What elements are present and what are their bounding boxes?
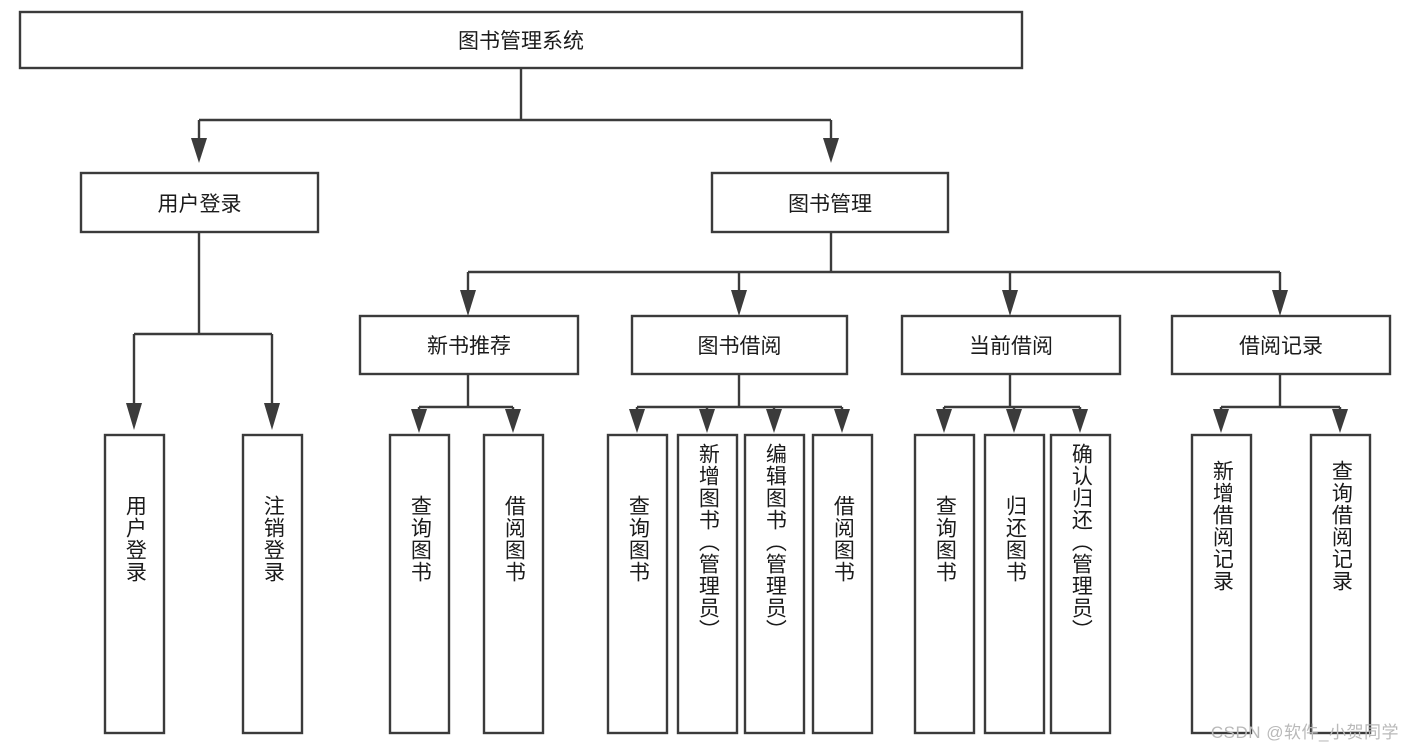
node-book-manage[interactable]	[710, 171, 950, 234]
arrow-current-borrow-leaf-3	[1072, 409, 1088, 433]
leaf-user-login-2[interactable]	[241, 433, 304, 735]
leaf-borrow-record-2[interactable]	[1309, 433, 1372, 735]
leaf-borrow-record-1[interactable]	[1190, 433, 1253, 735]
arrow-book-borrow-leaf-4	[834, 409, 850, 433]
leaf-current-borrow-3[interactable]	[1049, 433, 1112, 735]
node-user-login[interactable]	[79, 171, 320, 234]
node-current-borrow[interactable]	[900, 314, 1122, 376]
node-book-borrow[interactable]	[630, 314, 849, 376]
arrow-new-book-leaf-1	[411, 409, 427, 433]
connector-group-user-login	[126, 232, 280, 430]
connector-group-root	[191, 68, 839, 163]
arrow-root-to-book-manage	[823, 138, 839, 163]
leaf-book-borrow-3[interactable]	[743, 433, 806, 735]
leaf-new-book-2[interactable]	[482, 433, 545, 735]
node-new-book-recommend[interactable]	[358, 314, 580, 376]
arrow-current-borrow-leaf-2	[1006, 409, 1022, 433]
leaf-current-borrow-2[interactable]	[983, 433, 1046, 735]
arrow-book-borrow-leaf-2	[699, 409, 715, 433]
arrow-new-book-leaf-2	[505, 409, 521, 433]
csdn-watermark: CSDN @软件_小贺同学	[1210, 723, 1399, 742]
arrow-user-login-leaf-1	[126, 403, 142, 430]
leaf-book-borrow-1[interactable]	[606, 433, 669, 735]
arrow-user-login-leaf-2	[264, 403, 280, 430]
arrow-borrow-record-leaf-2	[1332, 409, 1348, 433]
node-root[interactable]	[18, 10, 1024, 70]
arrow-book-manage-current	[1002, 290, 1018, 316]
node-borrow-record[interactable]	[1170, 314, 1392, 376]
arrow-borrow-record-leaf-1	[1213, 409, 1229, 433]
connector-group-book-borrow	[629, 374, 850, 433]
arrow-root-to-user-login	[191, 138, 207, 163]
leaf-new-book-1[interactable]	[388, 433, 451, 735]
arrow-book-borrow-leaf-1	[629, 409, 645, 433]
connector-group-book-manage	[460, 232, 1288, 316]
connector-group-borrow-record	[1213, 374, 1348, 433]
arrow-book-manage-borrow	[731, 290, 747, 316]
arrow-book-manage-new-book	[460, 290, 476, 316]
leaf-book-borrow-2[interactable]	[676, 433, 739, 735]
leaf-book-borrow-4[interactable]	[811, 433, 874, 735]
leaf-user-login-1[interactable]	[103, 433, 166, 735]
arrow-book-borrow-leaf-3	[766, 409, 782, 433]
leaf-current-borrow-1[interactable]	[913, 433, 976, 735]
arrow-book-manage-record	[1272, 290, 1288, 316]
connector-group-new-book	[411, 374, 521, 433]
arrow-current-borrow-leaf-1	[936, 409, 952, 433]
connector-group-current-borrow	[936, 374, 1088, 433]
